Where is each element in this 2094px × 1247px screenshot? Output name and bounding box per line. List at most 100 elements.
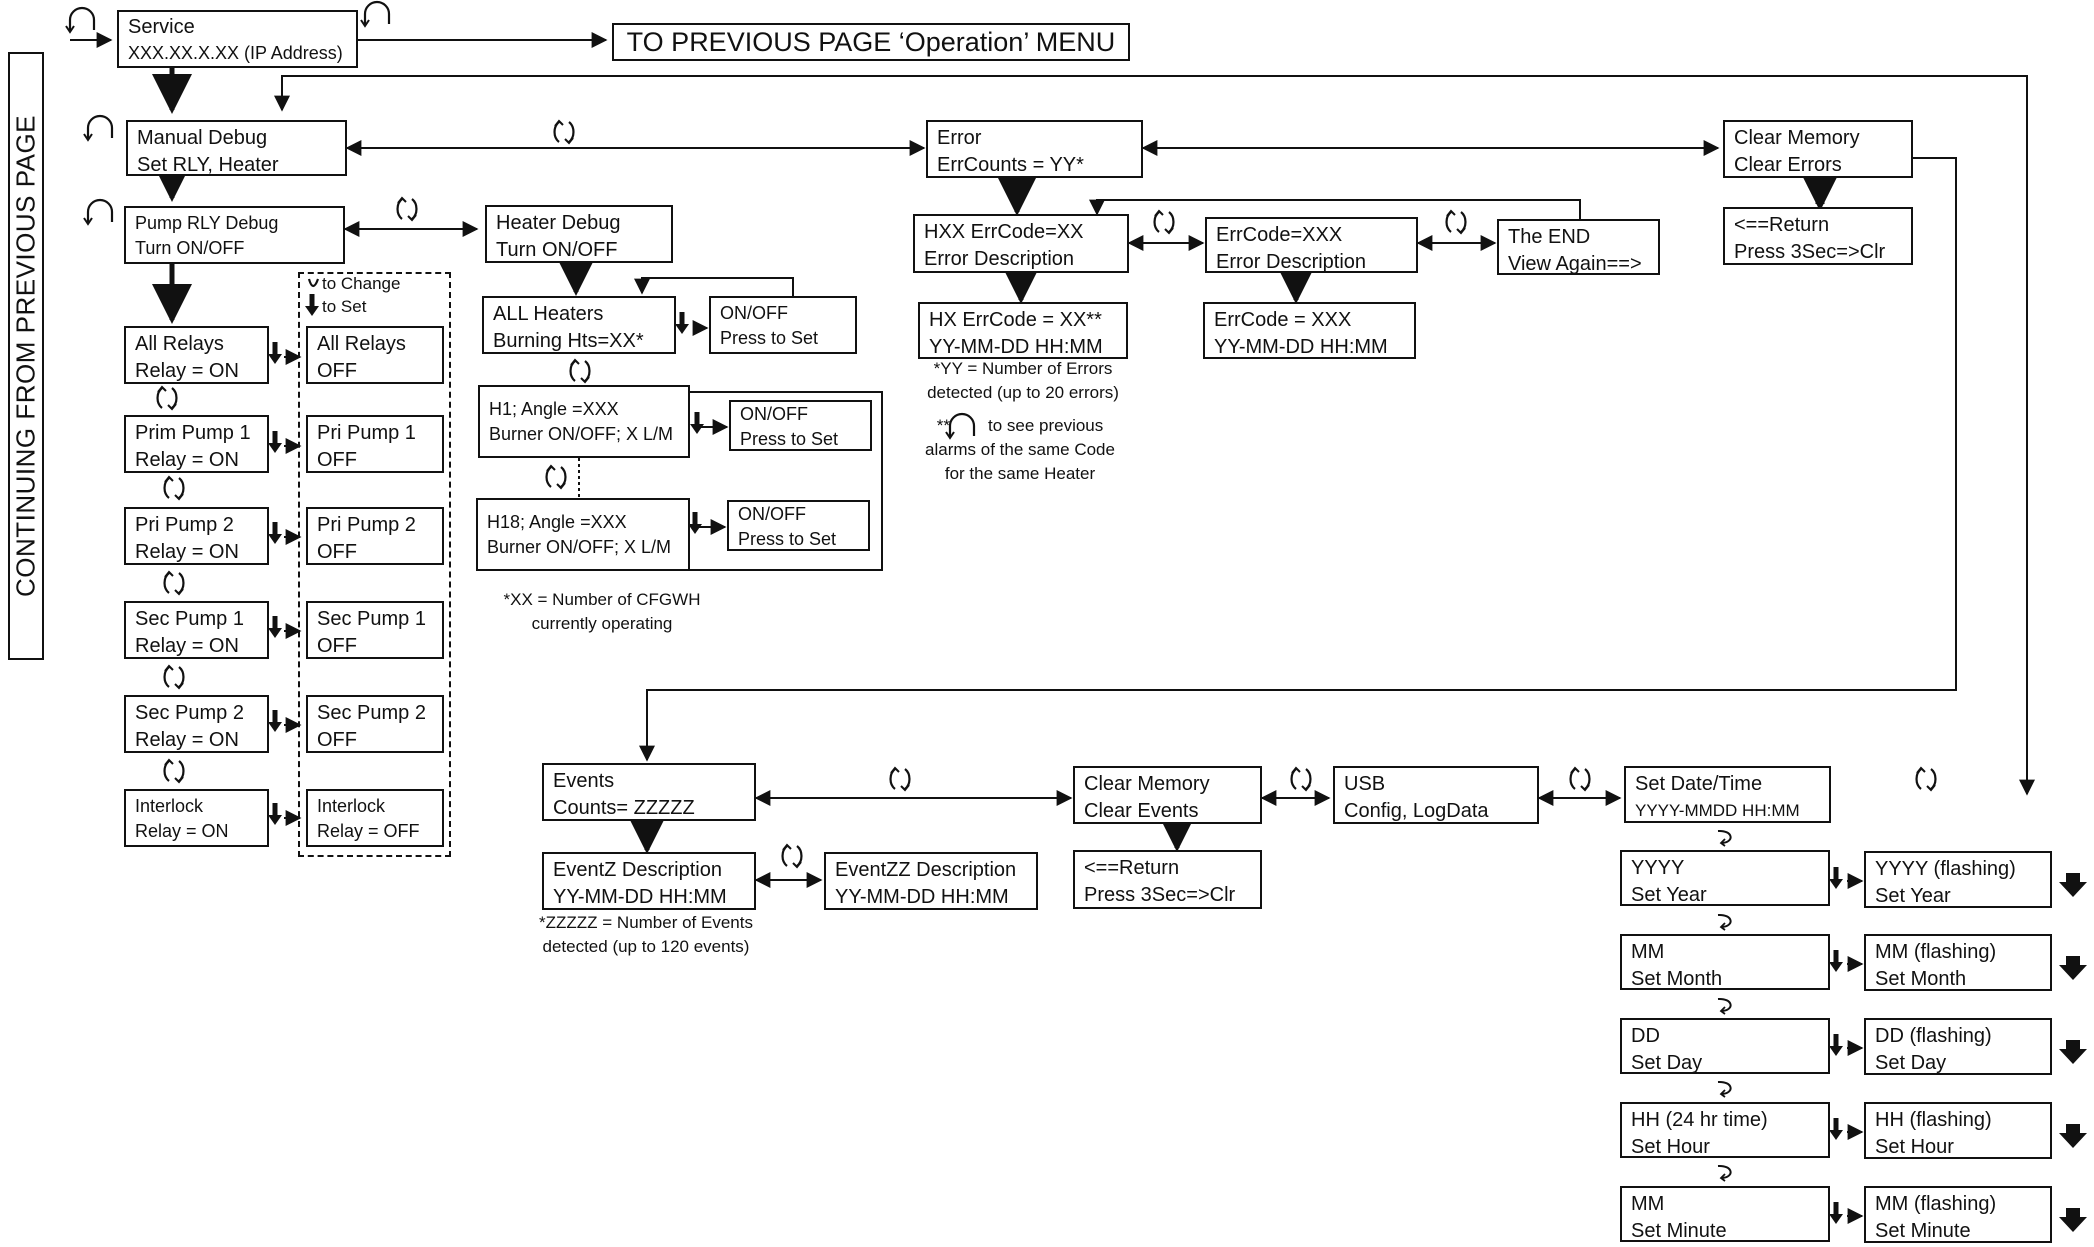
- turn-icon: [1717, 829, 1732, 847]
- set-month-flashing-box[interactable]: MM (flashing)Set Month: [1864, 934, 2052, 991]
- press-down-icon: [1829, 1034, 1843, 1056]
- turn-icon: [1717, 997, 1732, 1015]
- previous-alarms-footnote: **to see previous alarms of the same Cod…: [925, 416, 1115, 483]
- set-day-flashing-box[interactable]: DD (flashing)Set Day: [1864, 1018, 2052, 1075]
- rotate-knob-icon: [1445, 209, 1467, 235]
- set-minute-flashing-box[interactable]: MM (flashing)Set Minute: [1864, 1186, 2052, 1243]
- press-down-icon: [2059, 956, 2087, 980]
- pump-rly-debug-box[interactable]: Pump RLY Debug Turn ON/OFF: [124, 206, 345, 264]
- rotate-knob-icon: [781, 843, 803, 869]
- rotate-knob-icon: [163, 570, 185, 596]
- heater-debug-box[interactable]: Heater Debug Turn ON/OFF: [485, 205, 673, 263]
- continuing-from-previous-page-label: CONTINUING FROM PREVIOUS PAGE: [8, 52, 44, 660]
- zzzzz-footnote: *ZZZZZ = Number of Events detected (up t…: [539, 913, 753, 956]
- press-down-icon: [268, 616, 282, 638]
- rotate-knob-icon: [1915, 766, 1937, 792]
- rotate-knob-icon: [163, 758, 185, 784]
- rotate-knob-icon: [569, 358, 591, 384]
- manual-debug-box[interactable]: Manual Debug Set RLY, Heater: [126, 120, 347, 176]
- press-down-icon: [268, 803, 282, 825]
- press-down-icon: [1829, 950, 1843, 972]
- change-set-legend: to Change to Set: [322, 274, 401, 316]
- press-down-icon: [268, 522, 282, 544]
- set-group-frame: [298, 272, 451, 857]
- to-previous-page-link[interactable]: TO PREVIOUS PAGE ‘Operation’ MENU: [612, 23, 1130, 61]
- set-hour-box[interactable]: HH (24 hr time)Set Hour: [1620, 1102, 1830, 1158]
- press-down-icon: [268, 342, 282, 364]
- rotate-knob-icon: [553, 119, 575, 145]
- press-down-icon: [268, 710, 282, 732]
- press-down-icon: [1829, 1202, 1843, 1224]
- turn-icon: [1717, 1080, 1732, 1098]
- turn-icon: [1717, 1164, 1732, 1182]
- press-down-icon: [2059, 1208, 2087, 1232]
- service-box[interactable]: Service XXX.XX.X.XX (IP Address): [117, 10, 358, 68]
- xx-footnote: *XX = Number of CFGWH currently operatin…: [503, 590, 701, 633]
- turn-icon: [1717, 913, 1732, 931]
- back-arrow-icon: [64, 6, 96, 34]
- set-year-flashing-box[interactable]: YYYY (flashing)Set Year: [1864, 851, 2052, 908]
- rotate-knob-icon: [396, 196, 418, 222]
- set-hour-flashing-box[interactable]: HH (flashing)Set Hour: [1864, 1102, 2052, 1159]
- press-down-icon: [268, 431, 282, 453]
- press-down-icon: [2059, 1040, 2087, 1064]
- hx-errcode-date-box[interactable]: HX ErrCode = XX**YY-MM-DD HH:MM: [918, 302, 1128, 359]
- rotate-knob-icon: [889, 766, 911, 792]
- back-arrow-icon: [82, 198, 114, 226]
- press-down-icon: [690, 412, 704, 434]
- press-down-icon: [2059, 873, 2087, 897]
- rotate-knob-icon: [1569, 766, 1591, 792]
- back-arrow-icon: [82, 114, 114, 142]
- yy-footnote: *YY = Number of Errors detected (up to 2…: [927, 359, 1119, 402]
- press-down-icon: [688, 512, 702, 534]
- press-down-icon: [1829, 867, 1843, 889]
- rotate-knob-icon: [1290, 766, 1312, 792]
- rotate-knob-icon: [163, 664, 185, 690]
- rotate-knob-icon: [163, 475, 185, 501]
- rotate-knob-icon: [156, 385, 178, 411]
- press-down-icon: [1829, 1118, 1843, 1140]
- rotate-knob-icon: [1153, 209, 1175, 235]
- press-down-icon: [675, 312, 689, 334]
- press-down-icon: [2059, 1124, 2087, 1148]
- rotate-knob-icon: [545, 464, 567, 490]
- back-arrow-icon: [359, 0, 391, 28]
